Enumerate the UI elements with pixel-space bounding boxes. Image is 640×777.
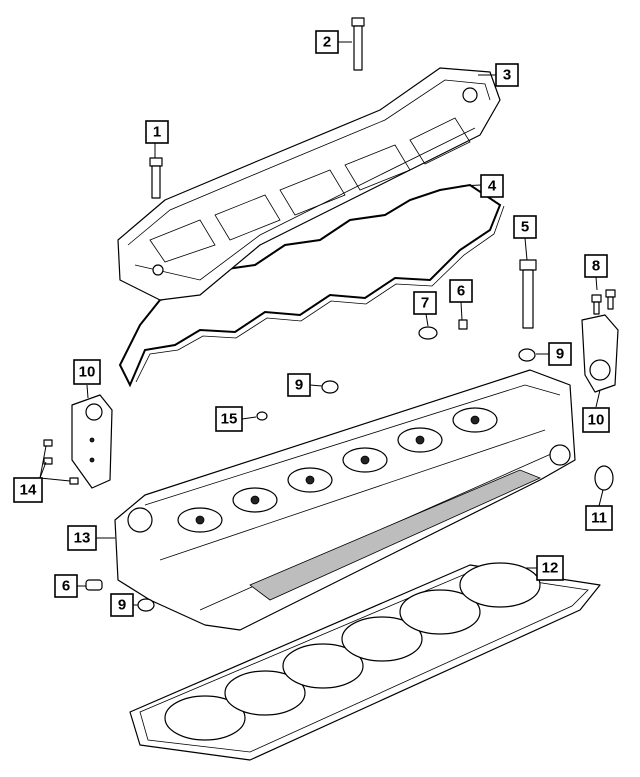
seal-ring-large <box>594 465 614 491</box>
callout-14: 14 <box>13 477 43 503</box>
valve-cover <box>117 67 501 301</box>
svg-text:3: 3 <box>503 67 511 84</box>
svg-text:15: 15 <box>221 411 238 428</box>
callout-7: 7 <box>413 291 437 315</box>
callout-6-bottom: 6 <box>54 574 78 598</box>
dowel-pin <box>85 579 103 591</box>
callout-9-right: 9 <box>548 342 572 366</box>
callout-9-bottom: 9 <box>110 593 134 617</box>
svg-text:10: 10 <box>588 412 605 429</box>
seal-ring <box>137 598 155 612</box>
lifting-bracket <box>71 394 113 489</box>
svg-text:6: 6 <box>62 578 70 595</box>
svg-text:13: 13 <box>74 530 91 547</box>
callout-13: 13 <box>67 525 97 551</box>
leader-lines <box>39 41 604 606</box>
valve-cover-bays <box>149 117 471 263</box>
svg-text:6: 6 <box>457 283 465 300</box>
svg-text:4: 4 <box>488 178 497 195</box>
gasket-cylinder-bores <box>164 562 541 741</box>
seal-ring <box>321 380 339 394</box>
svg-text:2: 2 <box>323 34 331 51</box>
bracket-bolts <box>591 289 616 315</box>
dowel-pin <box>458 319 468 330</box>
seal-ring <box>518 348 536 362</box>
svg-text:1: 1 <box>153 124 161 141</box>
svg-text:9: 9 <box>556 346 564 363</box>
head-bolt <box>519 259 537 329</box>
o-ring <box>256 411 268 421</box>
valve-cover-bolt <box>149 157 163 199</box>
svg-text:11: 11 <box>591 510 607 527</box>
valve-cover-bolt-long <box>351 17 365 71</box>
head-valve-pockets <box>177 407 498 533</box>
callout-8: 8 <box>584 254 608 278</box>
lifting-bracket <box>581 314 619 393</box>
callout-11: 11 <box>585 505 613 531</box>
callout-15: 15 <box>215 406 243 432</box>
callout-10-right: 10 <box>582 407 610 433</box>
callout-4: 4 <box>480 174 504 198</box>
svg-text:8: 8 <box>592 258 600 275</box>
callout-12: 12 <box>536 555 564 581</box>
callout-6-top: 6 <box>449 279 473 303</box>
svg-text:5: 5 <box>521 219 529 236</box>
plug <box>418 326 438 340</box>
head-gasket <box>129 562 601 761</box>
callout-5: 5 <box>513 215 537 239</box>
cylinder-head <box>114 369 576 631</box>
callout-9-middle: 9 <box>287 373 311 397</box>
svg-text:7: 7 <box>421 295 429 312</box>
svg-text:14: 14 <box>20 482 37 499</box>
callout-3: 3 <box>495 63 519 87</box>
svg-text:10: 10 <box>79 364 96 381</box>
svg-text:12: 12 <box>542 560 559 577</box>
callout-10-left: 10 <box>73 359 101 385</box>
callout-2: 2 <box>315 30 339 54</box>
svg-text:9: 9 <box>295 377 303 394</box>
callout-1: 1 <box>145 120 169 144</box>
svg-text:9: 9 <box>118 597 126 614</box>
